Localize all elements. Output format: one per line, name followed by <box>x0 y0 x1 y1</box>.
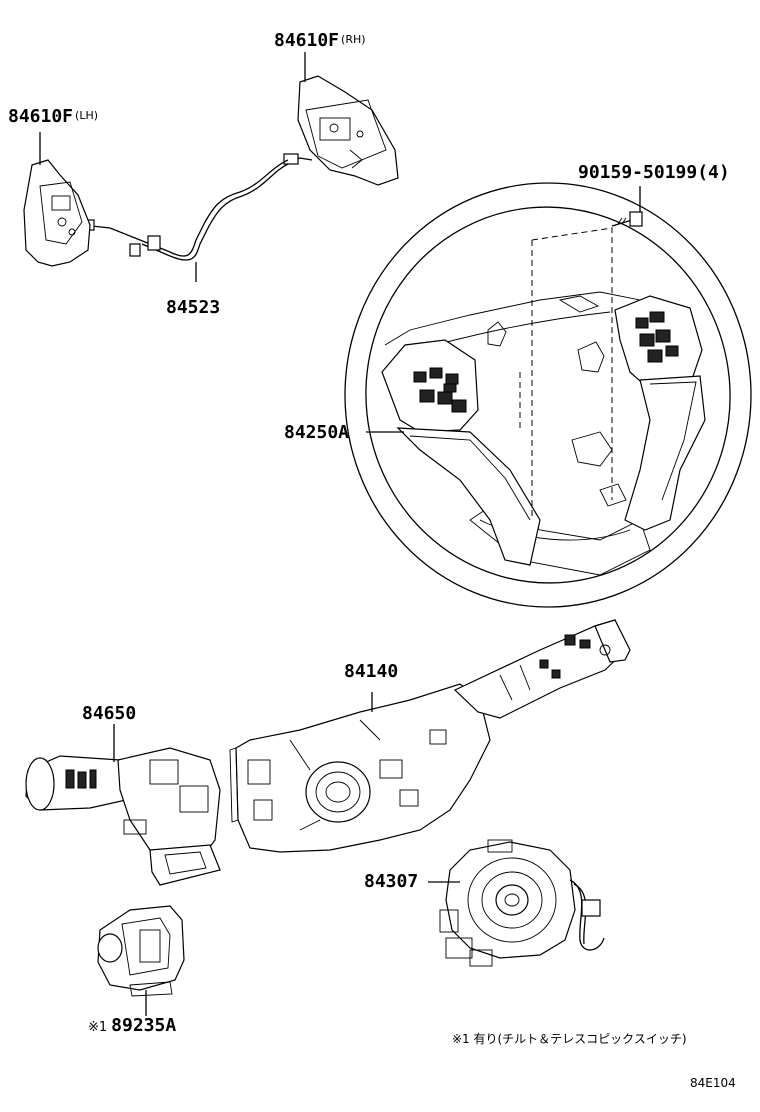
part-number: 84523 <box>166 297 221 318</box>
part-number: 84250A <box>284 422 350 443</box>
tilt-switch-drawing <box>97 905 185 1016</box>
footnote-marker: ※1 <box>88 1020 108 1035</box>
footnote: ※1 有り(チルト＆テレスコピックスイッチ) <box>452 1032 687 1046</box>
part-number: 84140 <box>344 661 399 682</box>
part-qualifier: (LH) <box>75 109 99 122</box>
rh-switch-buttons <box>635 311 679 363</box>
rh-pad-switch-drawing <box>283 52 399 186</box>
part-number: 84650 <box>82 703 137 724</box>
wire-harness-drawing <box>81 159 289 282</box>
wiper-switch-drawing <box>25 724 221 886</box>
part-qualifier: (RH) <box>341 33 366 46</box>
part-label-rh-switch[interactable]: 84610F(RH) <box>274 30 366 51</box>
part-label-wiper-switch[interactable]: 84650 <box>82 704 136 724</box>
part-number: 84610F <box>8 106 74 127</box>
spiral-cable-drawing <box>428 839 605 967</box>
combination-switch-drawing <box>229 619 631 853</box>
steering-wheel-drawing <box>344 182 752 608</box>
part-label-screw[interactable]: 90159-50199(4) <box>578 163 730 183</box>
screw-drawing <box>611 186 643 227</box>
lh-pad-switch-drawing <box>23 132 91 267</box>
part-number: 90159-50199 <box>578 162 698 183</box>
part-number: 89235A <box>111 1015 177 1036</box>
part-number: 84307 <box>364 871 419 892</box>
part-qualifier: (4) <box>697 162 730 183</box>
part-label-wire-harness[interactable]: 84523 <box>166 298 220 318</box>
part-label-pad-cover[interactable]: 84250A <box>284 423 349 443</box>
diagram-id: 84E104 <box>690 1076 736 1090</box>
part-label-lh-switch[interactable]: 84610F(LH) <box>8 106 98 127</box>
part-label-combination-switch[interactable]: 84140 <box>344 662 398 682</box>
lh-switch-buttons <box>413 367 467 413</box>
part-label-spiral-cable[interactable]: 84307 <box>364 872 418 892</box>
part-number: 84610F <box>274 30 340 51</box>
